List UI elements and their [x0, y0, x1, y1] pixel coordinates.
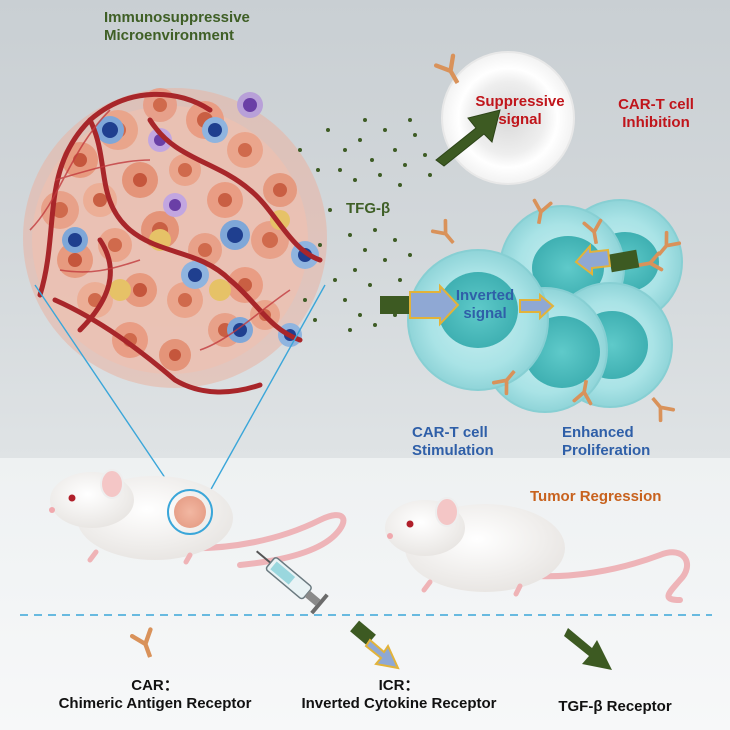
tgf-receptor-arrow-icon — [564, 628, 612, 670]
proliferation-label-line1: Enhanced — [562, 424, 634, 441]
stimulation-label-line1: CAR-T cell — [412, 424, 488, 441]
tgf-beta-particles — [298, 118, 432, 332]
inhibition-label-line1: CAR-T cell — [618, 96, 694, 113]
icr-legend-full: Inverted Cytokine Receptor — [301, 694, 497, 712]
stimulation-label: CAR-T cell Stimulation — [412, 424, 494, 459]
microenvironment-label: Immunosuppressive Microenvironment — [104, 9, 250, 44]
icr-legend-abbr: ICR： — [378, 677, 420, 694]
car-legend: CAR： Chimeric Antigen Receptor — [20, 677, 290, 712]
inverted-signal-arrows — [380, 243, 640, 327]
car-legend-abbr: CAR： — [131, 677, 179, 694]
inhibition-label: CAR-T cell Inhibition — [606, 96, 706, 131]
tgf-beta-label: TFG-β — [346, 200, 391, 217]
proliferation-label: Enhanced Proliferation — [562, 424, 650, 459]
syringe-icon — [256, 550, 329, 615]
suppressive-label-line1: Suppressive — [475, 93, 565, 110]
tgf-receptor-legend: TGF-β Receptor — [558, 698, 672, 715]
stimulation-label-line2: Stimulation — [412, 441, 494, 459]
inverted-label-line2: signal — [463, 304, 507, 322]
proliferation-label-line2: Proliferation — [562, 441, 651, 459]
zoom-lines — [34, 284, 326, 501]
microenvironment-label-line2: Microenvironment — [104, 26, 235, 44]
inverted-signal-label: Inverted signal — [440, 287, 530, 322]
suppressive-signal-label: Suppressive signal — [470, 93, 570, 128]
tumor-microenvironment — [23, 88, 327, 395]
regressed-mouse — [385, 497, 691, 603]
vessel-fine-lines — [29, 109, 291, 351]
treated-mouse — [49, 469, 347, 568]
suppressive-label-line2: signal — [498, 110, 542, 128]
car-receptor-icon — [132, 629, 159, 659]
suppressive-arrow — [435, 109, 501, 167]
inhibition-label-line2: Inhibition — [622, 113, 690, 131]
tumor-regression-label: Tumor Regression — [530, 488, 662, 505]
icr-arrow-icon — [350, 620, 400, 670]
icr-legend: ICR： Inverted Cytokine Receptor — [274, 677, 524, 712]
car-legend-full: Chimeric Antigen Receptor — [58, 694, 252, 712]
blood-vessels — [37, 91, 323, 395]
inverted-label-line1: Inverted — [455, 287, 515, 304]
microenvironment-label-line1: Immunosuppressive — [104, 9, 250, 26]
suppressed-cart-cell — [436, 51, 575, 185]
